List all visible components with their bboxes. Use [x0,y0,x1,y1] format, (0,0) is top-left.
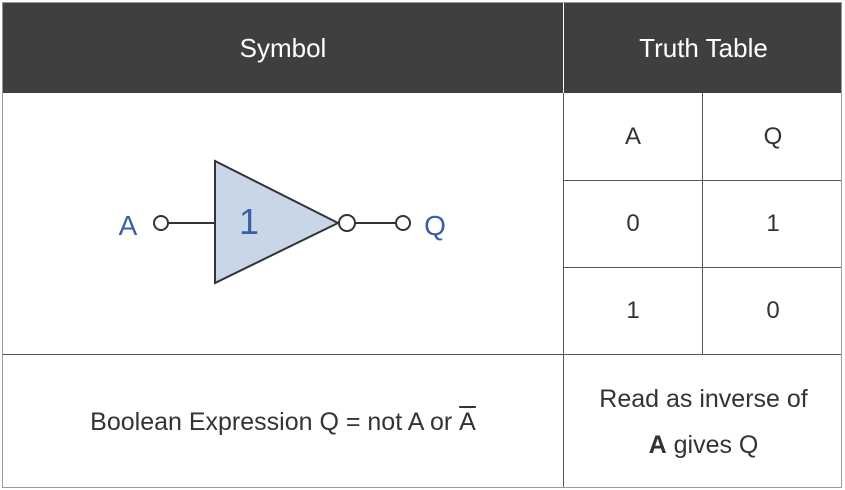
boolean-expression: Boolean Expression Q = not A or A [3,355,563,487]
column-header-a: A [624,123,641,150]
gate-label: 1 [239,201,259,242]
cell-row2-a: 1 [626,297,640,324]
symbol-header: Symbol [3,3,563,93]
buffer-triangle [214,159,341,285]
not-gate-symbol: A 1 Q [119,159,446,285]
expression-text: Boolean Expression Q = not A or [90,407,460,436]
truth-table-row-divider [563,267,841,268]
inversion-bubble [338,214,356,232]
input-label: A [119,210,138,241]
column-divider [563,93,564,487]
reading-line-1: Read as inverse of [599,385,808,413]
column-header-q: Q [763,123,783,150]
reading-rest: gives Q [666,431,759,459]
expression-row-divider [3,354,841,355]
cell-row1-a: 0 [626,210,640,237]
truth-table-header: Truth Table [564,3,841,93]
input-terminal [153,215,169,231]
reading-line-2: A gives Q [649,422,759,468]
truth-table-row-divider [563,180,841,181]
cell-row2-q: 0 [766,297,780,324]
reading-bold-a: A [648,431,667,459]
not-a-overline: A [459,407,476,436]
output-label: Q [424,210,446,241]
reading-note: Read as inverse of A gives Q [564,355,841,487]
cell-row1-q: 1 [766,210,780,237]
output-terminal [395,215,411,231]
truth-table-column-divider [702,93,703,355]
